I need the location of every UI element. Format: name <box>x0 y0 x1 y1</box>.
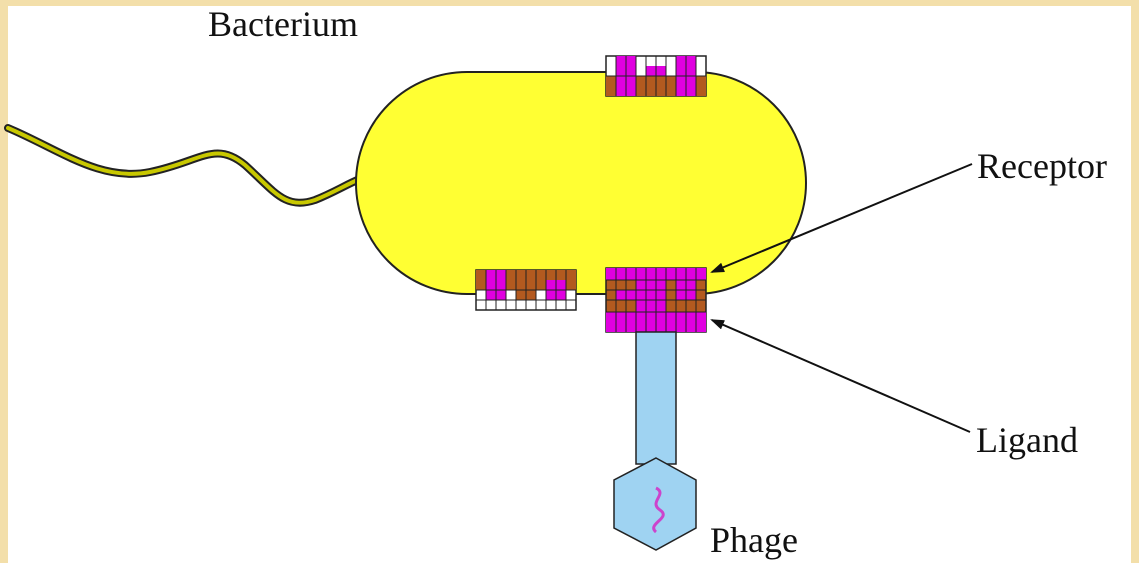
label-ligand: Ligand <box>976 420 1078 460</box>
phage-tail <box>636 332 676 464</box>
receptor-top <box>606 56 706 96</box>
receptor-ligand-complex <box>606 268 706 332</box>
label-receptor: Receptor <box>977 146 1107 186</box>
receptor-bottom-left <box>476 270 576 310</box>
ligand-arrow <box>712 320 970 432</box>
flagellum <box>8 128 362 203</box>
label-phage: Phage <box>710 520 798 560</box>
label-bacterium: Bacterium <box>208 4 358 44</box>
